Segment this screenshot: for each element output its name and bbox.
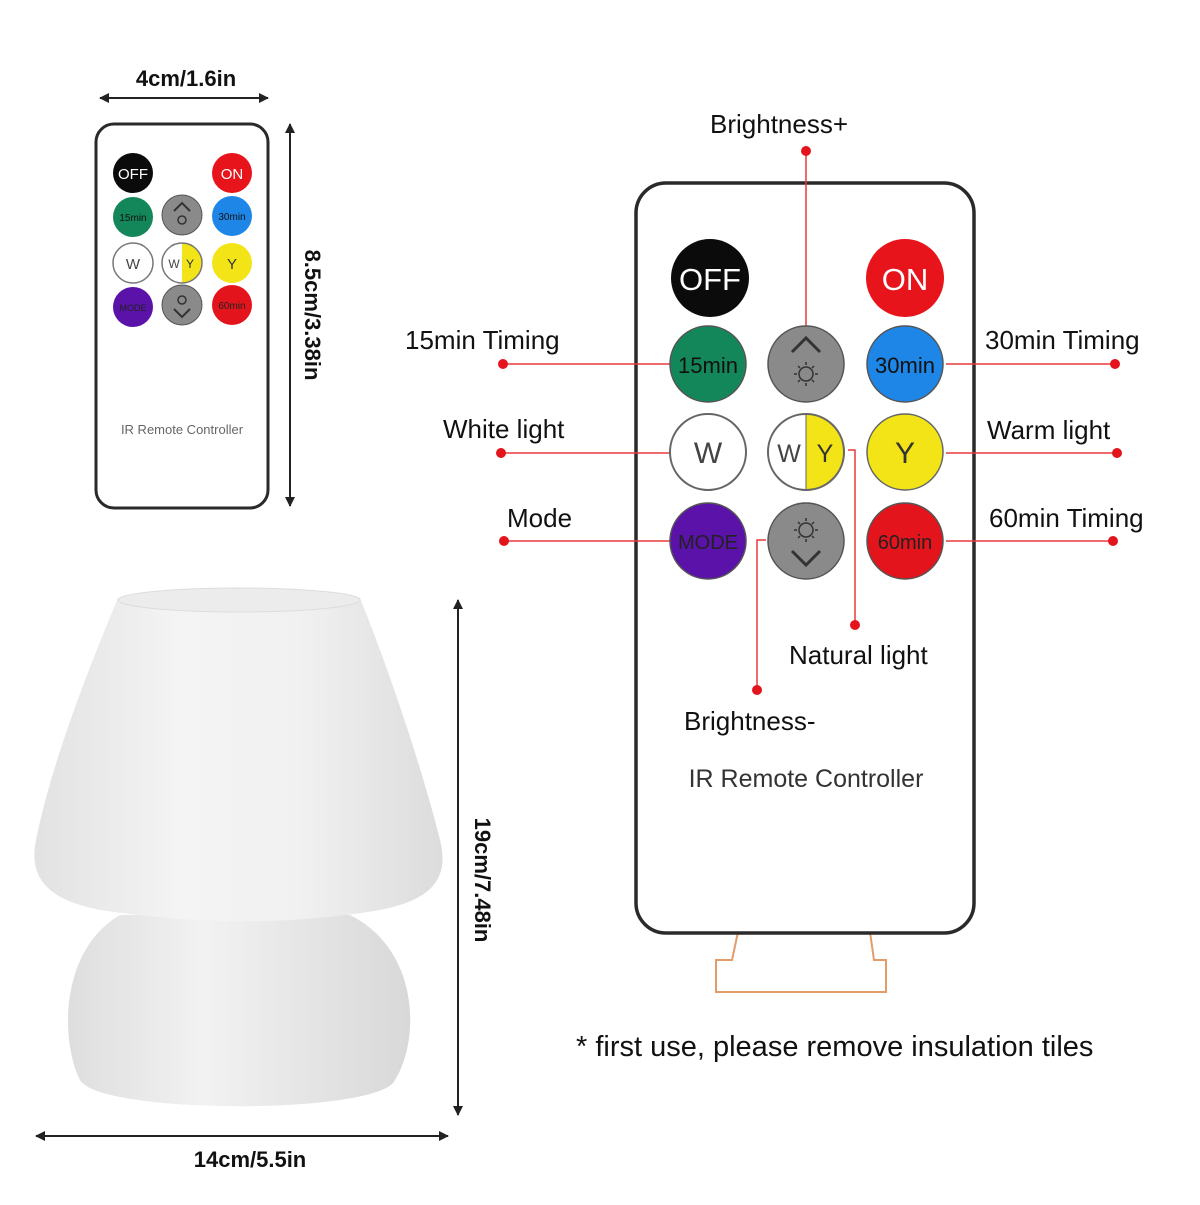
small-60min-label: 60min xyxy=(218,301,245,312)
on-label: ON xyxy=(882,262,929,297)
on-button[interactable] xyxy=(866,239,944,317)
mode-button[interactable] xyxy=(669,502,747,580)
remote-height-label: 8.5cm/3.38in xyxy=(300,250,325,381)
mode-callout: Mode xyxy=(507,503,572,533)
arrow-up-icon xyxy=(790,335,822,354)
small-white-button xyxy=(112,242,154,284)
timer-15min-button[interactable] xyxy=(669,325,747,403)
small-natural-yellow-half xyxy=(182,243,202,283)
lamp-shade xyxy=(34,598,443,922)
small-60min-button xyxy=(212,285,252,325)
small-15min-button xyxy=(113,197,153,237)
lamp-top-rim xyxy=(117,587,361,613)
large-remote-brand: IR Remote Controller xyxy=(689,765,924,793)
small-30min-button xyxy=(212,196,252,236)
small-on-label: ON xyxy=(221,166,244,183)
insulation-tab xyxy=(715,931,887,993)
callout-lines xyxy=(501,150,1117,690)
small-brightness-up-button xyxy=(161,194,203,236)
off-button[interactable] xyxy=(671,239,749,317)
warm-light-callout: Warm light xyxy=(987,415,1111,445)
brightness-minus-callout: Brightness- xyxy=(684,706,816,736)
small-sun-down-icon xyxy=(177,295,187,305)
timer-30min-button[interactable] xyxy=(866,325,944,403)
small-on-button xyxy=(212,153,252,193)
natural-w-label: W xyxy=(777,440,801,468)
large-remote-group: OFF ON 15min 30min W W Y Y MODE xyxy=(496,146,1122,993)
small-natural-button xyxy=(161,242,203,284)
lamp-height-label: 19cm/7.48in xyxy=(470,818,495,943)
lamp-base xyxy=(68,915,411,1107)
timer-60min-button[interactable] xyxy=(866,502,944,580)
small-warm-label: Y xyxy=(227,256,237,273)
lamp-group: 19cm/7.48in 14cm/5.5in xyxy=(34,587,495,1172)
natural-yellow-half xyxy=(806,414,844,490)
small-natural-w-label: W xyxy=(168,257,180,271)
callout-labels: Brightness+ 15min Timing 30min Timing Wh… xyxy=(405,109,1144,736)
small-brightness-down-button xyxy=(161,284,203,326)
natural-light-callout: Natural light xyxy=(789,640,929,670)
off-label: OFF xyxy=(679,262,741,297)
small-sun-icon xyxy=(177,215,187,225)
natural-y-label: Y xyxy=(817,440,834,468)
warm-light-label: Y xyxy=(895,437,915,470)
small-brightness-down-icon xyxy=(173,308,191,319)
timing-60-callout: 60min Timing xyxy=(989,503,1144,533)
insulation-note: * first use, please remove insulation ti… xyxy=(576,1031,1093,1063)
small-natural-y-label: Y xyxy=(186,257,194,271)
sun-down-icon xyxy=(794,518,818,542)
small-remote-group: 4cm/1.6in 8.5cm/3.38in OFF ON 15min 30mi… xyxy=(94,66,325,510)
white-light-button[interactable] xyxy=(669,413,747,491)
timer-15min-label: 15min xyxy=(678,353,738,378)
white-light-label: W xyxy=(694,437,723,470)
small-15min-label: 15min xyxy=(119,213,146,224)
lamp-width-label: 14cm/5.5in xyxy=(194,1147,307,1172)
white-light-callout: White light xyxy=(443,414,565,444)
small-brightness-up-icon xyxy=(173,201,191,212)
timing-15-callout: 15min Timing xyxy=(405,325,560,355)
small-white-label: W xyxy=(126,256,141,273)
warm-light-button[interactable] xyxy=(866,413,944,491)
callout-dots xyxy=(496,146,1122,695)
remote-width-label: 4cm/1.6in xyxy=(136,66,236,91)
small-mode-label: MODE xyxy=(120,303,147,313)
small-mode-button xyxy=(113,287,153,327)
mode-label: MODE xyxy=(678,532,738,554)
sun-icon xyxy=(794,362,818,386)
small-remote-brand: IR Remote Controller xyxy=(121,422,244,437)
small-warm-button xyxy=(212,243,252,283)
small-off-label: OFF xyxy=(118,166,148,183)
small-off-button xyxy=(113,153,153,193)
small-30min-label: 30min xyxy=(218,212,245,223)
timing-30-callout: 30min Timing xyxy=(985,325,1140,355)
timer-30min-label: 30min xyxy=(875,353,935,378)
arrow-down-icon xyxy=(790,549,822,568)
brightness-plus-callout: Brightness+ xyxy=(710,109,848,139)
timer-60min-label: 60min xyxy=(878,532,932,554)
